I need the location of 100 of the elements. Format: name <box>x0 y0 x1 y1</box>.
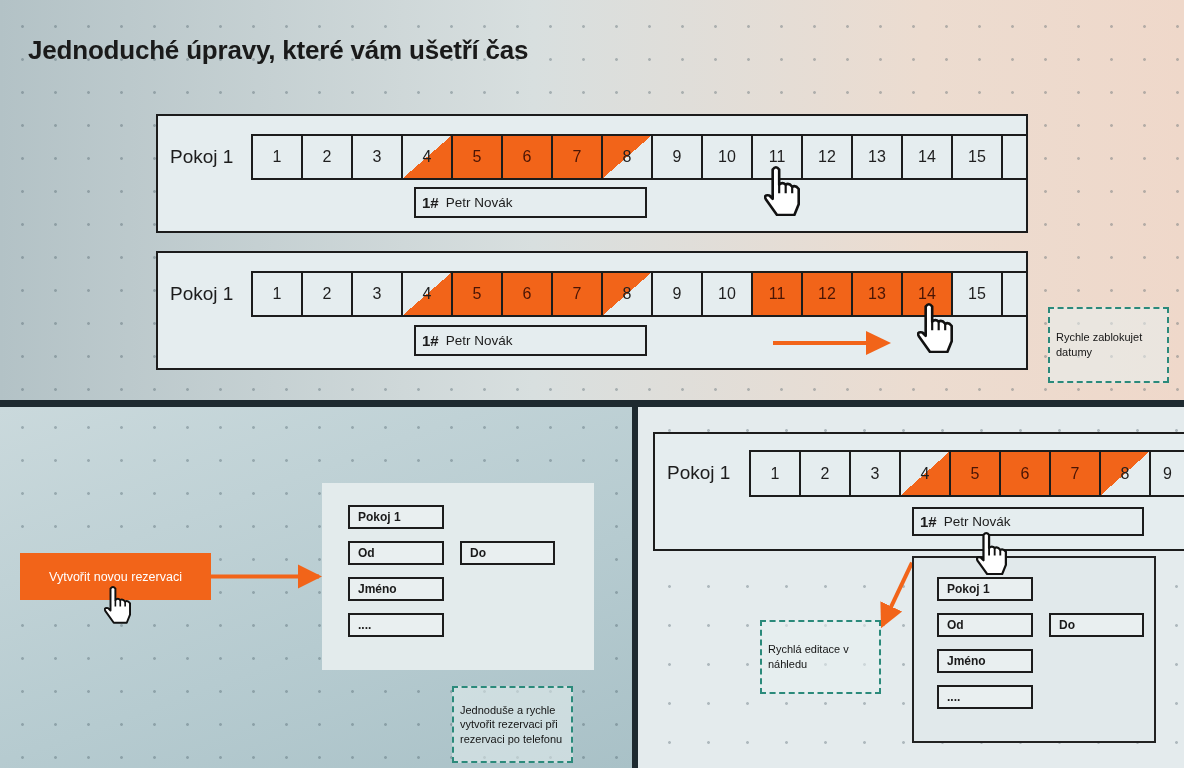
day-number: 10 <box>718 285 736 303</box>
day-cell <box>251 271 303 317</box>
arrow <box>211 564 322 589</box>
day-cell <box>301 134 353 180</box>
day-cell <box>451 271 503 317</box>
day-number: 3 <box>372 148 382 166</box>
title: Jednoduché úpravy, které vám ušetří čas <box>28 35 529 66</box>
day-number: 4 <box>422 285 432 303</box>
reservation-bar <box>414 325 647 356</box>
day-cell <box>999 450 1051 497</box>
day-cell <box>851 134 903 180</box>
day-number: 12 <box>818 148 836 166</box>
day-cell <box>1001 134 1026 180</box>
input-field: .... <box>348 613 444 637</box>
day-number: 8 <box>622 285 632 303</box>
form-panel <box>322 483 594 670</box>
day-number: 4 <box>422 148 432 166</box>
reservation-bar <box>414 187 647 218</box>
calendar-panel <box>653 432 1184 551</box>
day-cell <box>251 134 303 180</box>
day-number: 13 <box>868 148 886 166</box>
guest-name: Petr Novák <box>943 514 1011 529</box>
day-number: 9 <box>672 148 682 166</box>
day-cell <box>1001 271 1026 317</box>
day-number: 9 <box>672 285 682 303</box>
reservation-bar <box>912 507 1144 536</box>
day-number: 14 <box>918 148 936 166</box>
day-number: 7 <box>572 148 582 166</box>
room-label: Pokoj 1 <box>667 462 731 484</box>
day-cell <box>701 134 753 180</box>
day-number: 1 <box>272 285 282 303</box>
day-cell <box>701 271 753 317</box>
day-cell <box>851 271 903 317</box>
day-number: 2 <box>820 464 830 483</box>
guest-name: Petr Novák <box>445 195 513 210</box>
day-cell <box>901 134 953 180</box>
input-field: Do <box>1049 613 1144 637</box>
day-number: 15 <box>968 148 986 166</box>
room-label: Pokoj 1 <box>170 283 234 305</box>
day-number: 6 <box>522 148 532 166</box>
note-text: Rychle zablokujet datumy <box>1056 330 1144 360</box>
day-cell <box>949 450 1001 497</box>
day-number: 11 <box>768 285 786 303</box>
day-cell <box>551 134 603 180</box>
day-cell <box>301 271 353 317</box>
day-cell <box>751 134 803 180</box>
day-cell <box>1149 450 1184 497</box>
day-cell <box>651 134 703 180</box>
day-cell <box>1049 450 1101 497</box>
day-number: 3 <box>372 285 382 303</box>
day-number: 8 <box>622 148 632 166</box>
day-cell <box>601 134 653 180</box>
note-box <box>1048 307 1169 383</box>
note-text: Rychlá editace v náhledu <box>768 642 850 672</box>
room-label: Pokoj 1 <box>170 146 234 168</box>
day-cell <box>899 450 951 497</box>
input-field: Pokoj 1 <box>348 505 444 529</box>
day-number: 14 <box>918 285 936 303</box>
day-cell <box>351 134 403 180</box>
input-field: Od <box>937 613 1033 637</box>
arrow <box>880 561 914 629</box>
note-box <box>760 620 881 694</box>
day-cell <box>749 450 801 497</box>
day-cell <box>799 450 851 497</box>
day-cell <box>849 450 901 497</box>
day-number: 5 <box>472 285 482 303</box>
day-number: 7 <box>572 285 582 303</box>
day-cell <box>801 134 853 180</box>
day-number: 3 <box>870 464 880 483</box>
note-box <box>452 686 573 763</box>
day-number: 5 <box>472 148 482 166</box>
action-button: Vytvořit novou rezervaci <box>20 553 211 600</box>
day-number: 7 <box>1070 464 1080 483</box>
input-field: Jméno <box>937 649 1033 673</box>
day-number: 6 <box>522 285 532 303</box>
input-field: .... <box>937 685 1033 709</box>
day-cell <box>751 271 803 317</box>
day-number: 9 <box>1163 464 1172 483</box>
day-cell <box>1099 450 1151 497</box>
day-cell <box>501 271 553 317</box>
edit-form-panel <box>912 556 1156 743</box>
day-cell <box>801 271 853 317</box>
day-cell <box>901 271 953 317</box>
day-cell <box>351 271 403 317</box>
day-cell <box>451 134 503 180</box>
day-number: 13 <box>868 285 886 303</box>
input-field: Jméno <box>348 577 444 601</box>
guest-name: Petr Novák <box>445 333 513 348</box>
day-cell <box>401 134 453 180</box>
day-cell <box>401 271 453 317</box>
reservation-number: 1# <box>422 332 439 349</box>
input-field: Pokoj 1 <box>937 577 1033 601</box>
day-number: 2 <box>322 148 332 166</box>
day-cell <box>501 134 553 180</box>
day-number: 1 <box>770 464 780 483</box>
calendar-panel <box>156 114 1028 233</box>
day-number: 12 <box>818 285 836 303</box>
day-number: 1 <box>272 148 282 166</box>
day-cell <box>651 271 703 317</box>
day-number: 2 <box>322 285 332 303</box>
